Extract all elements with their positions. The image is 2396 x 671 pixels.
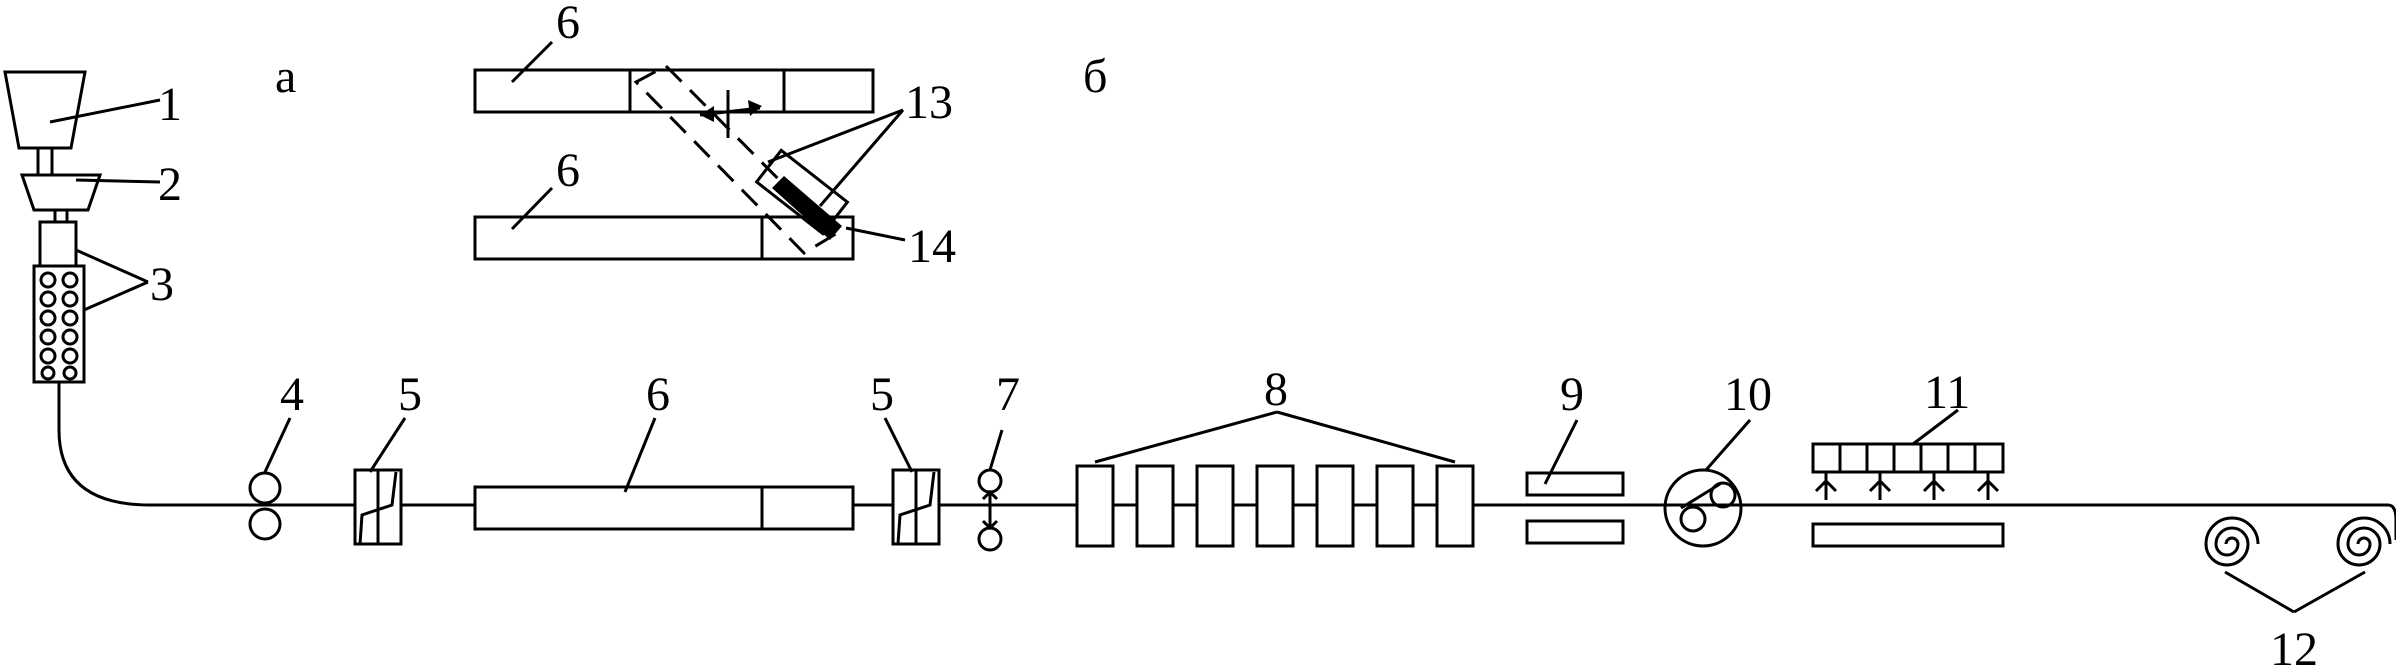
label-2: 2	[158, 158, 182, 211]
ladle	[3, 70, 87, 175]
finishing-mill-stands	[1075, 464, 1475, 548]
tunnel-furnace	[473, 485, 855, 531]
label-1: 1	[158, 78, 182, 131]
cooling-bank	[1811, 442, 2005, 548]
shear-1	[353, 468, 403, 546]
label-9: 9	[1560, 368, 1584, 421]
coils	[2204, 516, 2392, 614]
label-13: 13	[905, 76, 953, 129]
panel-label-a: а	[275, 50, 296, 103]
furnace-inset	[473, 64, 875, 261]
label-3: 3	[150, 258, 174, 311]
label-7: 7	[996, 368, 1020, 421]
laminar-cooling	[1525, 471, 1625, 545]
label-14: 14	[908, 220, 956, 273]
label-6-main: 6	[646, 368, 670, 421]
caster-mould	[32, 220, 86, 384]
label-12: 12	[2270, 623, 2318, 671]
coiler	[1663, 468, 1743, 548]
label-5b: 5	[870, 368, 894, 421]
label-6-mid: 6	[556, 144, 580, 197]
panel-label-b: б	[1083, 50, 1107, 103]
strand-line	[57, 382, 2388, 507]
label-6-top: 6	[556, 0, 580, 49]
label-10: 10	[1724, 368, 1772, 421]
label-8: 8	[1264, 363, 1288, 416]
label-4: 4	[280, 368, 304, 421]
leader-lines	[49, 40, 1959, 493]
pinch-rolls	[248, 471, 282, 541]
label-5a: 5	[398, 368, 422, 421]
descaler	[977, 468, 1003, 552]
tundish	[19, 173, 103, 222]
label-11: 11	[1924, 366, 1970, 419]
shear-2	[891, 468, 941, 546]
